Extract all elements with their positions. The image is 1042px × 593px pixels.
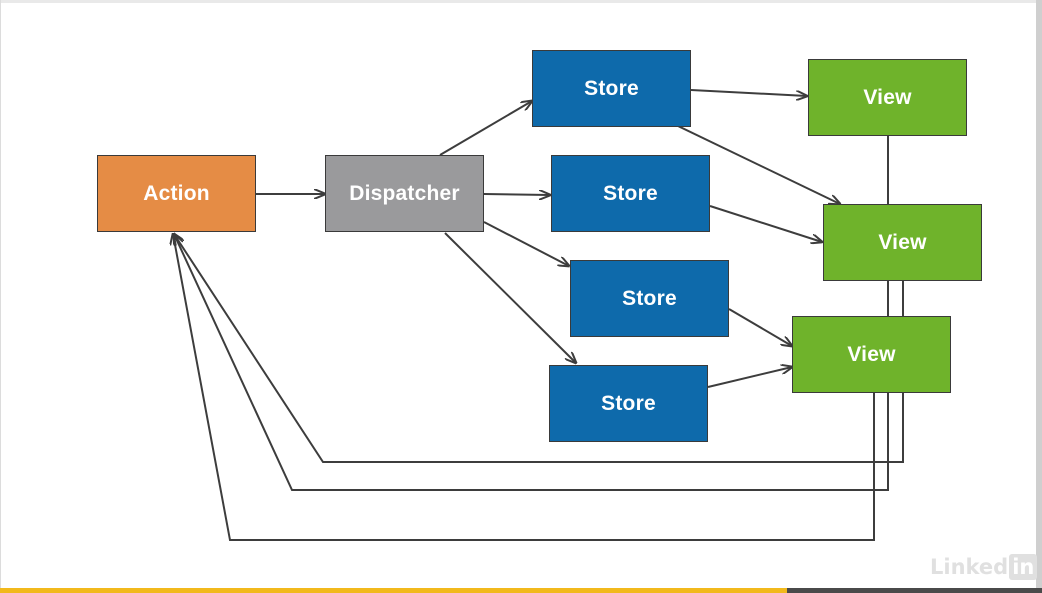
edge-dispatcher-store-1: [439, 101, 532, 156]
edge-view-3-action: [173, 234, 875, 541]
linkedin-wordmark: Linked: [930, 555, 1009, 579]
view-node-2: View: [823, 204, 982, 281]
video-progress-fill: [0, 588, 787, 593]
action-node: Action: [97, 155, 256, 232]
slide-left-border: [0, 0, 1, 593]
slide-right-border: [1036, 0, 1042, 593]
edge-store-2-view-2: [709, 205, 822, 242]
edge-dispatcher-store-4: [444, 232, 576, 363]
edge-store-3-view-3: [728, 308, 792, 346]
dispatcher-node: Dispatcher: [325, 155, 484, 232]
edge-dispatcher-store-2: [483, 194, 550, 195]
edge-store-1-view-1: [690, 89, 807, 96]
video-progress-bar[interactable]: [0, 588, 1042, 593]
store-node-4: Store: [549, 365, 708, 442]
edge-view-1-action: [174, 136, 889, 491]
linkedin-in-box: in: [1009, 554, 1038, 580]
view-node-3: View: [792, 316, 951, 393]
slide-top-border: [0, 0, 1042, 3]
edge-store-1-view-2: [677, 125, 840, 204]
store-node-2: Store: [551, 155, 710, 232]
store-node-3: Store: [570, 260, 729, 337]
edge-store-4-view-3: [707, 367, 792, 388]
edge-dispatcher-store-3: [483, 221, 569, 266]
store-node-1: Store: [532, 50, 691, 127]
view-node-1: View: [808, 59, 967, 136]
